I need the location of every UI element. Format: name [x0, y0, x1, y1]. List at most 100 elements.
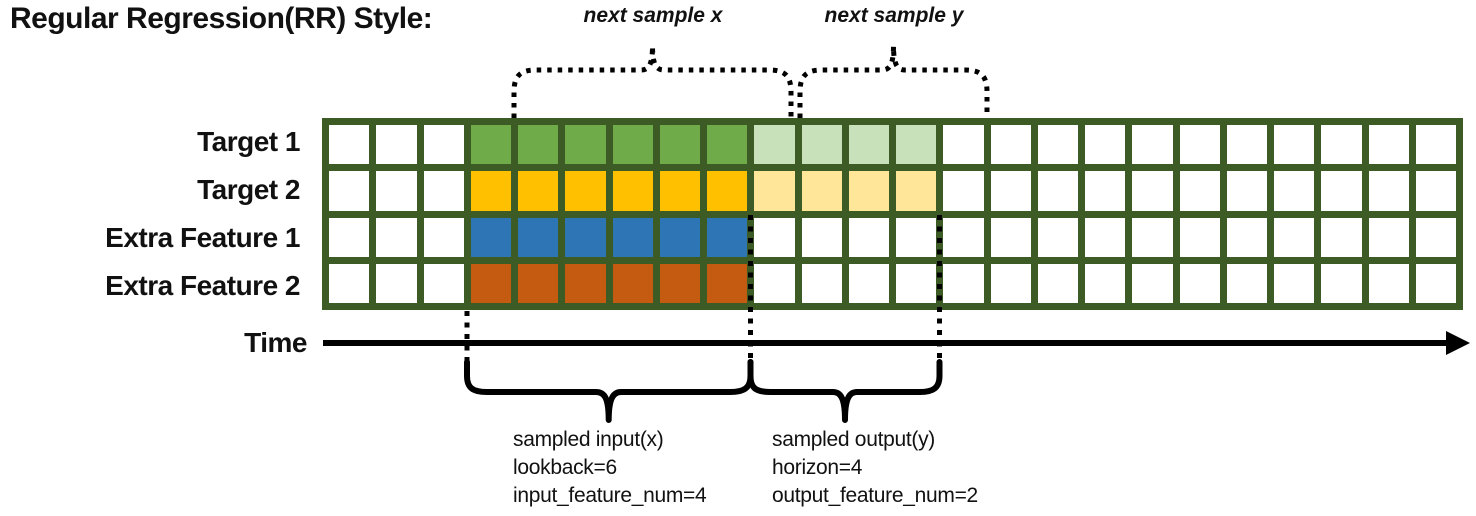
grid-cell — [470, 171, 511, 211]
grid-cell — [1274, 263, 1315, 303]
grid-cell — [565, 217, 606, 257]
next-sample-x-label: next sample x — [583, 4, 723, 27]
grid-cell — [754, 263, 795, 303]
grid-cell — [565, 171, 606, 211]
grid-cell — [1132, 217, 1173, 257]
grid-cell — [659, 171, 700, 211]
grid-cell — [1274, 171, 1315, 211]
grid-cell — [1321, 217, 1362, 257]
lookback-value: lookback=6 — [513, 456, 617, 479]
grid-cell — [990, 263, 1031, 303]
grid-cell — [707, 263, 748, 303]
grid-cell — [1132, 171, 1173, 211]
grid-cell — [1368, 217, 1409, 257]
grid-cell — [329, 263, 370, 303]
grid-cell — [848, 171, 889, 211]
grid-cell — [1368, 263, 1409, 303]
grid-cell — [1415, 171, 1456, 211]
grid-cell — [423, 217, 464, 257]
grid-cell — [801, 125, 842, 165]
grid-cell — [470, 217, 511, 257]
grid-cell — [1037, 125, 1078, 165]
grid-cell — [943, 217, 984, 257]
grid-cell — [470, 263, 511, 303]
row-label: Extra Feature 2 — [105, 270, 300, 301]
grid-cell — [707, 125, 748, 165]
grid-cell — [376, 263, 417, 303]
grid-cell — [1085, 263, 1126, 303]
next-sample-y-label: next sample y — [824, 4, 964, 27]
grid-cell — [329, 217, 370, 257]
sampled-input-brace — [464, 359, 754, 423]
next-sample-y-brace — [797, 45, 990, 118]
grid-cell — [1274, 125, 1315, 165]
grid-cell — [612, 171, 653, 211]
grid-cell — [707, 217, 748, 257]
grid-cell — [1274, 217, 1315, 257]
grid-cell — [848, 263, 889, 303]
grid-cell — [376, 171, 417, 211]
grid-cell — [896, 171, 937, 211]
grid-cell — [990, 171, 1031, 211]
grid-cell — [518, 171, 559, 211]
grid-cell — [1226, 125, 1267, 165]
grid-cell — [518, 125, 559, 165]
grid-cell — [1226, 171, 1267, 211]
grid-cell — [1179, 171, 1220, 211]
row-label: Extra Feature 1 — [105, 222, 300, 253]
grid-cell — [1085, 171, 1126, 211]
grid-cell — [801, 217, 842, 257]
grid-cell — [896, 217, 937, 257]
time-axis-label: Time — [244, 327, 307, 358]
grid-cell — [1226, 217, 1267, 257]
grid-cell — [990, 217, 1031, 257]
grid-cell — [848, 125, 889, 165]
grid-cell — [470, 125, 511, 165]
diagram-title: Regular Regression(RR) Style: — [10, 2, 433, 35]
time-axis-arrowhead — [1446, 331, 1470, 355]
output-feature-num-value: output_feature_num=2 — [772, 484, 978, 507]
grid-cell — [1368, 125, 1409, 165]
grid-cell — [376, 217, 417, 257]
grid-cell — [754, 171, 795, 211]
grid-cell — [612, 263, 653, 303]
grid-cell — [1415, 125, 1456, 165]
grid-cell — [896, 125, 937, 165]
grid-cell — [423, 171, 464, 211]
grid-cell — [659, 263, 700, 303]
grid-cell — [801, 171, 842, 211]
grid-cell — [1321, 125, 1362, 165]
sampled-output-title: sampled output(y) — [772, 428, 935, 451]
sampled-input-notes: sampled input(x) lookback=6 input_featur… — [513, 426, 707, 510]
grid-cell — [423, 125, 464, 165]
grid-cell — [329, 171, 370, 211]
grid-cell — [1321, 263, 1362, 303]
grid-cell — [848, 217, 889, 257]
grid-cell — [801, 263, 842, 303]
grid-cell — [329, 125, 370, 165]
sampled-output-brace — [747, 359, 943, 423]
grid-cell — [896, 263, 937, 303]
grid-cell — [518, 263, 559, 303]
row-label: Target 1 — [197, 126, 300, 157]
grid-cell — [1179, 125, 1220, 165]
grid-cell — [1226, 263, 1267, 303]
grid-cell — [1368, 171, 1409, 211]
grid-cell — [1132, 125, 1173, 165]
grid-cell — [423, 263, 464, 303]
grid-cell — [518, 217, 559, 257]
grid-cell — [1179, 263, 1220, 303]
grid-cell — [754, 217, 795, 257]
grid-cell — [1415, 263, 1456, 303]
grid-cell — [1415, 217, 1456, 257]
grid-cell — [990, 125, 1031, 165]
grid-cell — [1132, 263, 1173, 303]
grid-cell — [943, 171, 984, 211]
grid-cell — [943, 125, 984, 165]
grid-cell — [376, 125, 417, 165]
grid-cell — [754, 125, 795, 165]
grid-cell — [707, 171, 748, 211]
grid-cell — [1085, 217, 1126, 257]
grid-cell — [1037, 171, 1078, 211]
